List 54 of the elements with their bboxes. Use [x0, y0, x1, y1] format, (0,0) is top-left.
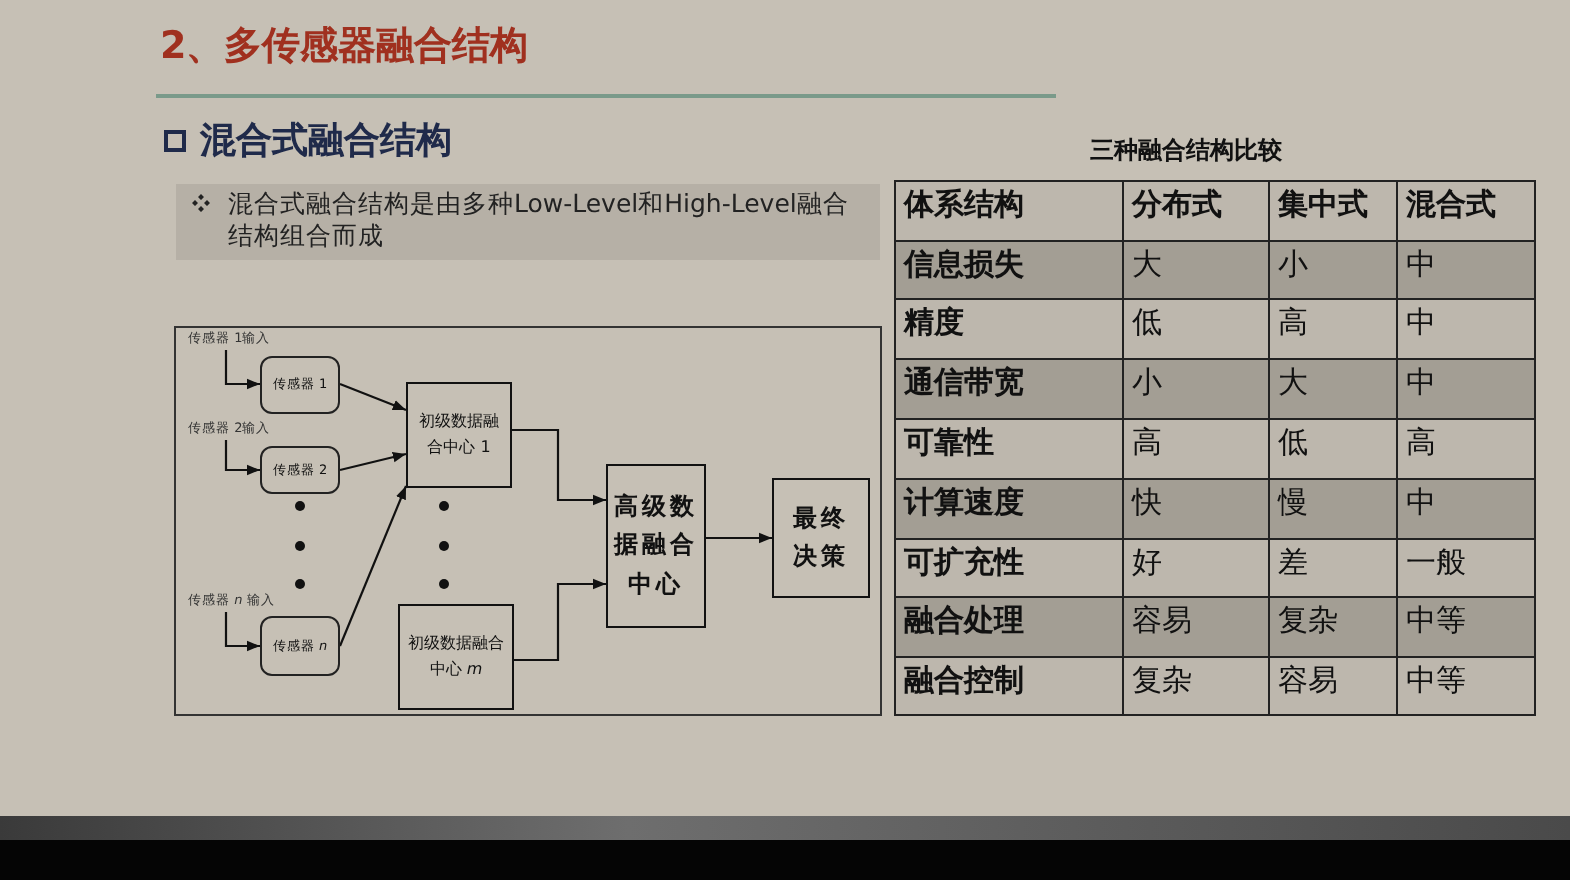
- table-title: 三种融合结构比较: [1090, 134, 1282, 168]
- process-box: 最终决策: [772, 478, 870, 598]
- table-cell: 好: [1122, 538, 1270, 598]
- arrow: [339, 485, 407, 647]
- process-box: 初级数据融合中心 1: [406, 382, 512, 488]
- process-box: 初级数据融合中心 m: [398, 604, 514, 710]
- arrow: [514, 578, 606, 662]
- arrow: [339, 452, 407, 472]
- table-cell: 大: [1122, 240, 1270, 300]
- table-cell: 计算速度: [894, 478, 1124, 540]
- table-cell: 融合控制: [894, 656, 1124, 716]
- header-cell: 集中式: [1268, 180, 1398, 242]
- bullet-text-band: [176, 184, 880, 260]
- table-cell: 中等: [1396, 596, 1536, 658]
- arrow: [224, 440, 260, 476]
- process-box: 高级数据融合中心: [606, 464, 706, 628]
- table-cell: 中: [1396, 358, 1536, 420]
- table-cell: 可扩充性: [894, 538, 1124, 598]
- table-cell: 信息损失: [894, 240, 1124, 300]
- arrow: [512, 428, 606, 506]
- table-cell: 中等: [1396, 656, 1536, 716]
- table-cell: 融合处理: [894, 596, 1124, 658]
- table-cell: 低: [1268, 418, 1398, 480]
- arrow: [224, 350, 260, 390]
- table-cell: 小: [1268, 240, 1398, 300]
- table-cell: 高: [1396, 418, 1536, 480]
- table-cell: 复杂: [1122, 656, 1270, 716]
- table-cell: 一般: [1396, 538, 1536, 598]
- table-cell: 高: [1268, 298, 1398, 360]
- bullet-text: 混合式融合结构是由多种Low-Level和High-Level融合结构组合而成: [228, 188, 851, 252]
- table-cell: 中: [1396, 240, 1536, 300]
- table-cell: 容易: [1268, 656, 1398, 716]
- table-cell: 差: [1268, 538, 1398, 598]
- table-cell: 中: [1396, 478, 1536, 540]
- arrow: [339, 382, 407, 412]
- table-cell: 低: [1122, 298, 1270, 360]
- arrow: [706, 532, 772, 544]
- table-cell: 中: [1396, 298, 1536, 360]
- table-cell: 高: [1122, 418, 1270, 480]
- table-cell: 精度: [894, 298, 1124, 360]
- table-cell: 可靠性: [894, 418, 1124, 480]
- arrow: [224, 612, 260, 652]
- table-cell: 大: [1268, 358, 1398, 420]
- table-cell: 复杂: [1268, 596, 1398, 658]
- header-cell: 分布式: [1122, 180, 1270, 242]
- table-cell: 小: [1122, 358, 1270, 420]
- slide-title: 2、多传感器融合结构: [160, 22, 529, 72]
- table-cell: 快: [1122, 478, 1270, 540]
- section-heading: 混合式融合结构: [200, 118, 452, 164]
- table-cell: 慢: [1268, 478, 1398, 540]
- table-cell: 容易: [1122, 596, 1270, 658]
- header-cell: 混合式: [1396, 180, 1536, 242]
- table-cell: 通信带宽: [894, 358, 1124, 420]
- header-cell: 体系结构: [894, 180, 1124, 242]
